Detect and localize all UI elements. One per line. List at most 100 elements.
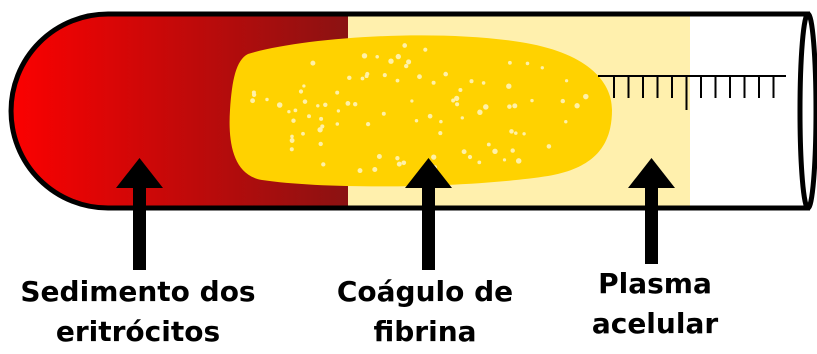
clot-dot [372,167,377,172]
clot-dot [402,43,407,48]
clot-dot [277,102,283,108]
clot-dot [438,131,442,135]
clot-dot [487,143,491,147]
clot-dot [509,129,514,134]
clot-dot [574,103,579,108]
clot-dot [443,72,448,77]
clot-dot [541,66,544,69]
clot-dot [382,112,386,116]
clot-dot [583,94,588,99]
clot-dot [290,147,294,151]
clot-dot [301,132,305,136]
clot-dot [492,149,497,154]
clot-dot [307,114,311,118]
clot-dot [455,102,459,106]
clot-dot [287,110,290,113]
clot-dot [458,88,462,92]
clot-dot [483,104,489,110]
fibrin-clot [230,35,612,186]
clot-dot [522,132,525,135]
label-acellular-plasma: Plasma acelular [565,264,745,344]
clot-dot [547,144,552,149]
clot-dot [250,98,255,103]
label-line: Coágulo de [300,272,550,312]
clot-dot [396,54,401,59]
clot-dot [317,127,322,132]
label-line: fibrina [300,312,550,352]
clot-dot [375,55,379,59]
label-line: Sedimento dos [8,272,268,312]
clot-dot [319,117,323,121]
clot-dot [507,104,512,109]
clot-dot [468,155,472,159]
clot-dot [323,103,327,107]
clot-dot [564,120,567,123]
clot-dot [290,138,295,143]
clot-dot [478,110,481,113]
clot-dot [362,53,367,58]
clot-dot [319,142,323,146]
test-tube-opening [800,14,816,208]
clot-dot [439,120,443,124]
clot-dot [402,161,407,166]
clot-dot [432,81,436,85]
clot-dot [366,122,370,126]
clot-dot [302,84,305,87]
clot-dot [347,76,351,80]
clot-dot [291,119,295,123]
clot-dot [526,62,530,66]
label-line: acelular [565,304,745,344]
clot-dot [431,154,436,159]
clot-dot [516,158,522,164]
clot-dot [388,59,393,64]
clot-dot [299,89,303,93]
clot-dot [395,156,399,160]
clot-dot [365,74,369,78]
clot-dot [410,99,413,102]
clot-dot [361,77,365,81]
clot-dot [512,103,517,108]
clot-dot [469,79,473,83]
clot-dot [290,135,294,139]
clot-dot [417,74,422,79]
clot-dot [377,154,382,159]
clot-dot [397,162,402,167]
label-line: Plasma [565,264,745,304]
clot-dot [454,96,459,101]
clot-dot [294,109,298,113]
clot-dot [404,64,408,68]
clot-dot [321,162,325,166]
clot-dot [514,131,518,135]
clot-dot [428,114,433,119]
clot-dot [252,90,256,94]
clot-dot [482,81,486,85]
label-red-cell-sediment: Sedimento dos eritrócitos [8,272,268,352]
clot-dot [303,99,308,104]
clot-dot [396,79,400,83]
clot-dot [477,161,481,165]
clot-dot [358,168,363,173]
clot-dot [461,116,464,119]
clot-dot [265,98,268,101]
clot-dot [565,79,568,82]
clot-dot [506,84,511,89]
clot-dot [336,122,340,126]
clot-dot [511,148,515,152]
clot-dot [406,59,411,64]
clot-dot [310,61,315,66]
clot-dot [423,48,427,52]
clot-dot [530,99,533,102]
clot-dot [353,102,357,106]
clot-dot [415,119,418,122]
clot-dot [383,73,387,77]
clot-dot [316,104,319,107]
label-fibrin-clot: Coágulo de fibrina [300,272,550,352]
clot-dot [561,99,565,103]
label-line: eritrócitos [8,312,268,352]
clot-dot [508,61,512,65]
clot-dot [335,91,339,95]
clot-dot [337,109,340,112]
clot-dot [462,149,467,154]
clot-dot [346,101,351,106]
clot-dot [503,158,506,161]
